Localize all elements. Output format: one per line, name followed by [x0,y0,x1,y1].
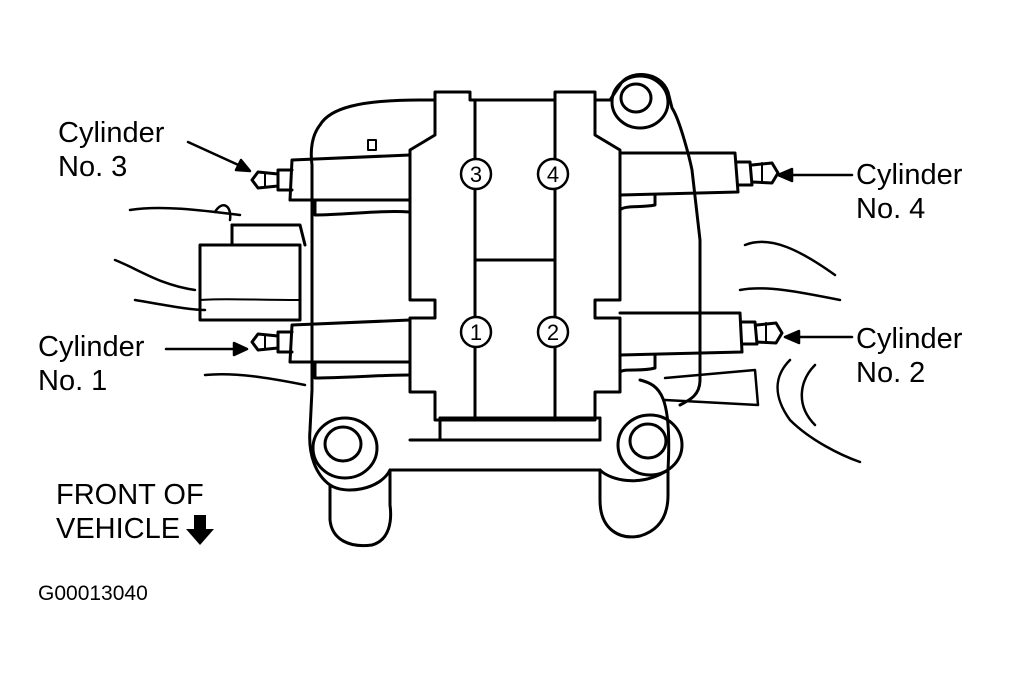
arrow-down-icon [186,515,215,546]
front-of-vehicle-line2-row: VEHICLE [56,512,215,546]
label-cylinder-1-line2: No. 1 [38,365,108,397]
front-of-vehicle-label: FRONT OF VEHICLE [56,478,215,546]
coil-number-2: 2 [547,320,559,345]
coil-number-3: 3 [470,162,482,187]
coil-boot-cylinder-4 [618,151,780,212]
label-cylinder-4-line1: Cylinder [856,159,963,191]
arrow-left-icon [783,329,801,345]
label-cylinder-3-line1: Cylinder [58,117,165,149]
coil-number-1-circle [459,315,493,349]
coil-towers [408,98,622,422]
front-of-vehicle-line2: VEHICLE [56,513,181,545]
label-cylinder-4-line2: No. 4 [856,193,926,225]
coil-number-2-circle [536,315,570,349]
label-cylinder-2-line1: Cylinder [856,323,963,355]
coil-boot-cylinder-1 [250,318,412,380]
label-cylinder-4: Cylinder No. 4 [856,158,962,226]
leader-arrow-cylinder-3 [186,140,247,170]
mounting-bolt-bottom-left [311,416,379,480]
coil-boot-cylinder-3 [250,153,412,217]
label-cylinder-1: Cylinder No. 1 [38,330,144,398]
leader-arrows [164,140,854,357]
coil-number-4-circle [536,157,570,191]
coil-number-3-circle [459,157,493,191]
label-cylinder-3: Cylinder No. 3 [58,116,164,184]
arrow-left-icon [232,341,249,357]
coil-number-4: 4 [547,162,559,187]
figure-id: G00013040 [38,582,148,605]
label-cylinder-1-line1: Cylinder [38,331,145,363]
wiring-connector [198,223,307,322]
mounting-bolt-top-right [610,74,670,130]
label-cylinder-2-line2: No. 2 [856,357,926,389]
arrow-left-icon [234,158,252,173]
coil-number-1: 1 [470,320,482,345]
label-cylinder-3-line2: No. 3 [58,151,128,183]
coil-boot-cylinder-2 [618,311,784,374]
arrow-left-icon [776,167,794,183]
label-cylinder-2: Cylinder No. 2 [856,322,962,390]
engine-context-lines [113,204,862,464]
mounting-bolt-bottom-right [616,413,684,477]
front-of-vehicle-line1: FRONT OF [56,479,204,511]
